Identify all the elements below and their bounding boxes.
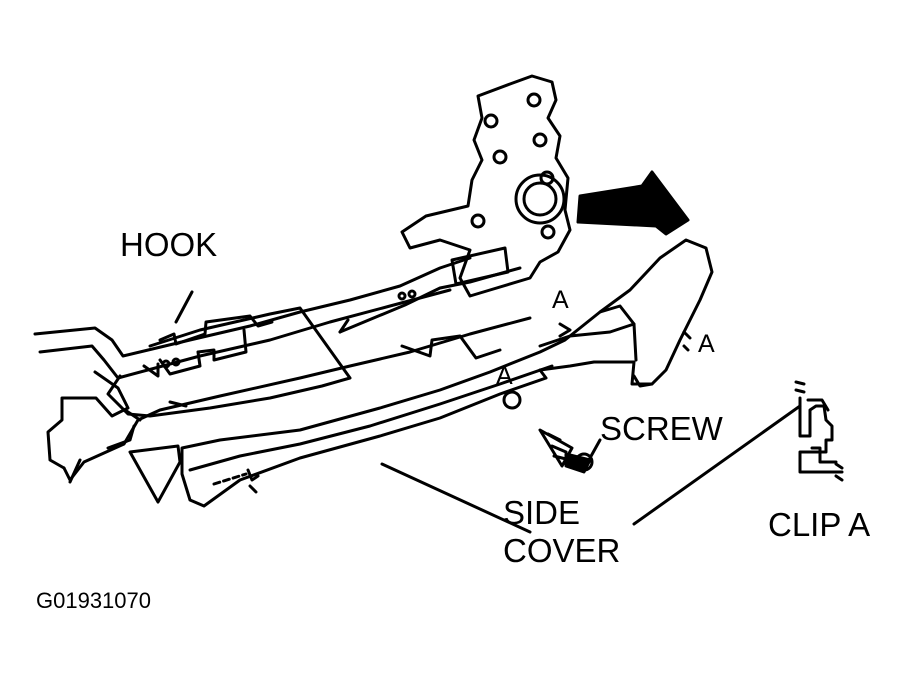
side-cover-label-line1: SIDE	[503, 494, 581, 531]
base-panel	[128, 444, 182, 504]
hook-leader	[174, 290, 194, 324]
clip-marker-right: A	[698, 330, 715, 358]
hook-plate	[106, 289, 417, 418]
seat-track-rail	[33, 256, 532, 484]
seat-frame-bracket	[400, 74, 572, 298]
removal-direction-arrow	[576, 170, 690, 236]
hook-label: HOOK	[120, 226, 218, 263]
clip-a-label: CLIP A	[768, 506, 871, 543]
side-cover-label-line2: COVER	[503, 532, 621, 569]
side-cover	[180, 238, 714, 508]
clip-marker-center: A	[496, 362, 513, 390]
clip-marker-top: A	[552, 286, 569, 314]
screw-leader	[588, 438, 602, 460]
side-cover-leader	[380, 462, 532, 534]
screw	[538, 428, 594, 474]
screw-label: SCREW	[600, 410, 723, 447]
figure-code: G01931070	[36, 588, 151, 613]
clip-a-detail	[794, 380, 844, 482]
clip-a-leader	[632, 404, 802, 526]
